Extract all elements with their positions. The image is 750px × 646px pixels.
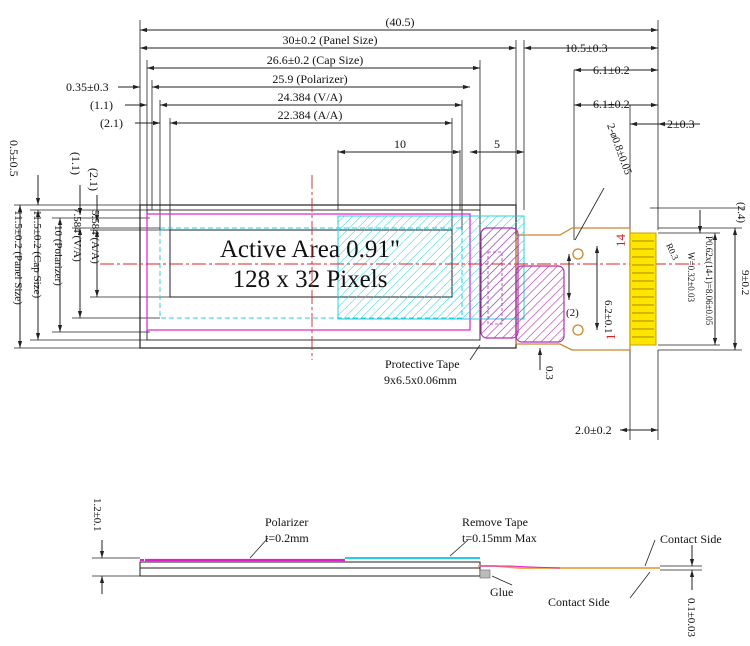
polarizer-label2: t=0.2mm bbox=[265, 531, 309, 545]
dim-thickness: 1.2±0.1 bbox=[91, 498, 103, 532]
dim-fpc-bottom: 2.0±0.2 bbox=[575, 423, 612, 437]
dim-hole: 2-ø0.8±0.05 bbox=[604, 122, 634, 177]
dim-v-panel: 11.5±0.2 (Panel Size) bbox=[12, 210, 24, 305]
active-area-line1: Active Area 0.91" bbox=[220, 236, 400, 263]
remove-tape-label2: t=0.15mm Max bbox=[462, 531, 537, 545]
tape-leader bbox=[469, 344, 481, 361]
dim-03: 0.3 bbox=[543, 366, 555, 380]
dim-aa: 22.384 (A/A) bbox=[278, 108, 343, 122]
dim-24: (2.4) bbox=[735, 202, 747, 223]
top-view: (40.5) 30±0.2 (Panel Size) 26.6±0.2 (Cap… bbox=[7, 15, 750, 440]
horizontal-dims bbox=[118, 27, 700, 433]
pin-1: 1 bbox=[603, 334, 618, 341]
polarizer-label1: Polarizer bbox=[265, 515, 308, 529]
dim-10: 10 bbox=[394, 137, 406, 151]
dim-v-cap: 11.5±0.2 (Cap Size) bbox=[31, 210, 43, 298]
dim-offset-21: (2.1) bbox=[100, 116, 123, 130]
fpc-outline bbox=[515, 227, 631, 351]
dim-fpc-2: 2±0.3 bbox=[667, 117, 695, 131]
glue-blob bbox=[479, 569, 491, 579]
protective-tape-label2: 9x6.5x0.06mm bbox=[384, 373, 457, 387]
dim-v-21: (2.1) bbox=[87, 168, 101, 191]
side-view: 1.2±0.1 Polarizer t=0.2mm Remove Tape t=… bbox=[91, 498, 722, 638]
protective-tape-1 bbox=[480, 227, 519, 339]
dim-v-va: 7.584 (V/A) bbox=[71, 208, 83, 262]
vertical-ext-left bbox=[14, 204, 170, 349]
dim-p2: (2) bbox=[566, 307, 579, 319]
dim-fpc-61a: 6.1±0.2 bbox=[593, 63, 630, 77]
fpc-side-top bbox=[480, 565, 561, 569]
fpc-ext bbox=[574, 187, 745, 351]
dim-v-pol: 10 (Polarizer) bbox=[52, 225, 64, 286]
dim-offset-035: 0.35±0.3 bbox=[66, 80, 109, 94]
active-area-line2: 128 x 32 Pixels bbox=[233, 266, 388, 293]
fpc-hole-top bbox=[572, 248, 584, 260]
dim-polarizer: 25.9 (Polarizer) bbox=[272, 72, 347, 86]
dim-w: W=0.32±0.03 bbox=[686, 252, 696, 303]
dim-fpc-thickness: 0.1±0.03 bbox=[685, 598, 697, 638]
glue-label: Glue bbox=[490, 585, 513, 599]
remove-tape-label1: Remove Tape bbox=[462, 515, 528, 529]
vertical-dims-left bbox=[17, 175, 100, 348]
contact-side-top-label: Contact Side bbox=[660, 532, 722, 546]
dim-9: 9±0.2 bbox=[739, 270, 750, 295]
dim-pitch: P0.62x(14-1)=8.06±0.05 bbox=[704, 236, 714, 326]
dim-5: 5 bbox=[494, 137, 500, 151]
fpc-vertical-dims bbox=[537, 210, 738, 370]
dim-va: 24.384 (V/A) bbox=[278, 90, 343, 104]
pin-14: 14 bbox=[613, 234, 628, 248]
fpc-hole-bottom bbox=[572, 324, 584, 336]
dim-v-aa: 5.584 (A/A) bbox=[89, 210, 101, 264]
dim-v-11: (1.1) bbox=[69, 152, 83, 175]
dim-v-05: 0.5±0.5 bbox=[7, 140, 21, 177]
glass-bottom bbox=[139, 567, 481, 577]
glass-top bbox=[139, 561, 481, 569]
dim-fpc-61b: 6.1±0.2 bbox=[593, 97, 630, 111]
protective-tape-2 bbox=[515, 265, 565, 343]
contact-side-bottom-label: Contact Side bbox=[548, 595, 610, 609]
dim-fpc-105: 10.5±0.3 bbox=[565, 41, 608, 55]
dim-panel-size: 30±0.2 (Panel Size) bbox=[283, 33, 378, 47]
dim-r: R0.3 bbox=[664, 242, 681, 262]
dim-offset-11: (1.1) bbox=[90, 98, 113, 112]
contact-pad-lines bbox=[632, 240, 654, 338]
dim-cap-size: 26.6±0.2 (Cap Size) bbox=[267, 53, 364, 67]
dim-overall: (40.5) bbox=[386, 15, 415, 29]
tape-inner-dashed bbox=[487, 251, 503, 325]
protective-tape-label1: Protective Tape bbox=[385, 357, 460, 371]
dim-62: 6.2±0.1 bbox=[602, 300, 614, 334]
